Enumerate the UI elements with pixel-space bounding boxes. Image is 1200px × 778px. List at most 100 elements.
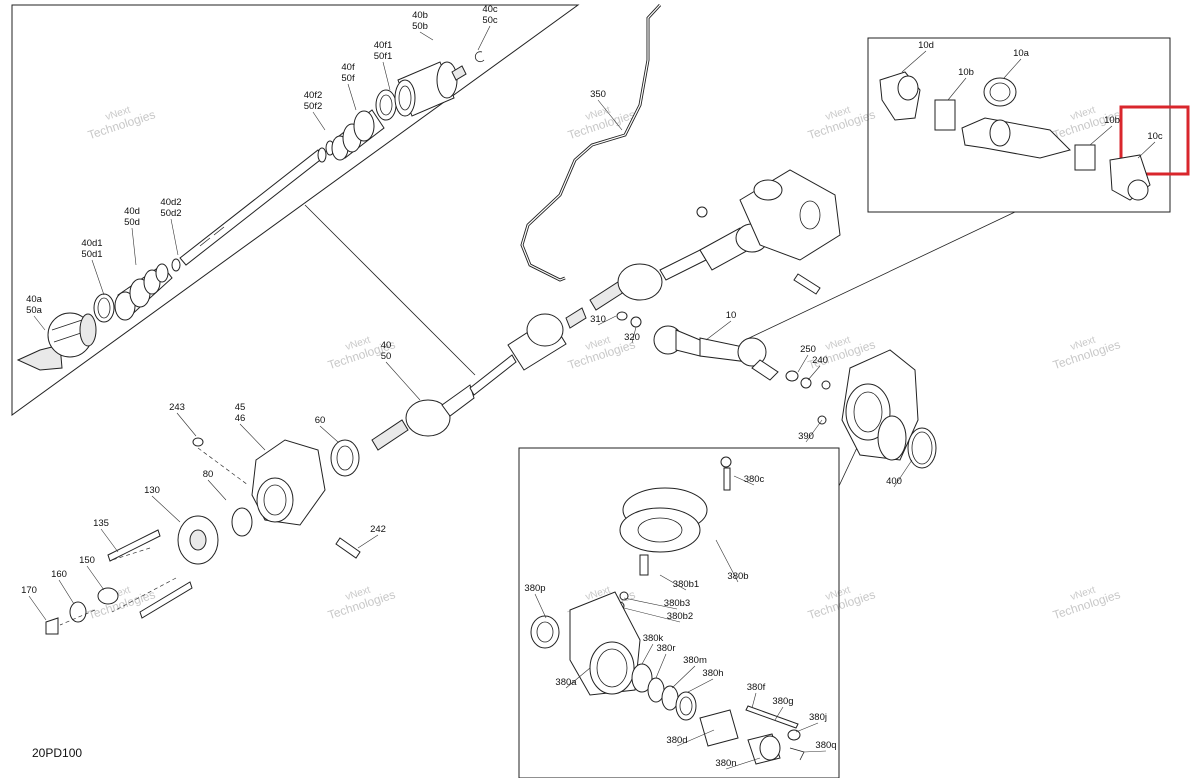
leader-380b (715, 539, 739, 583)
leader-40d1 (91, 259, 105, 296)
differential-housing (817, 349, 937, 469)
driveshaft-exploded (879, 71, 1151, 201)
leader-40b (419, 31, 434, 41)
leader-150 (86, 565, 105, 591)
leader-380c (733, 475, 755, 486)
callout-380b: 380b (727, 571, 748, 582)
callout-10: 10 (726, 310, 737, 321)
callout-60: 60 (315, 415, 326, 426)
callout-380p: 380p (524, 583, 545, 594)
leader-242 (357, 534, 379, 549)
callout-380q: 380q (815, 740, 836, 751)
differential-inset-frame (518, 447, 840, 778)
leader-380b3 (623, 597, 678, 610)
driveshaft-inset-leader (744, 211, 1016, 341)
callout-10e: 10b (1104, 115, 1120, 126)
leader-160 (58, 579, 75, 605)
callout-380g: 380g (772, 696, 793, 707)
leader-400 (893, 459, 913, 488)
driveshaft-main (653, 325, 812, 389)
leader-380m (671, 665, 696, 689)
leader-350 (597, 99, 623, 131)
halfshaft-inset-leader (304, 204, 476, 376)
leader-40a (33, 315, 46, 331)
callout-80: 80 (203, 469, 214, 480)
halfshaft-exploded (16, 51, 485, 371)
callout-390: 390 (798, 431, 814, 442)
leader-10d (901, 50, 927, 73)
callout-170: 170 (21, 585, 37, 596)
callout-130: 130 (144, 485, 160, 496)
callout-380b1: 380b1 (673, 579, 699, 590)
halfshaft-inset-frame (11, 4, 580, 416)
callout-242: 242 (370, 524, 386, 535)
callout-380d: 380d (666, 735, 687, 746)
leader-40f (347, 83, 357, 111)
callout-150: 150 (79, 555, 95, 566)
leader-170 (28, 595, 47, 621)
leader-10 (705, 320, 732, 341)
callout-380r: 380r (656, 643, 675, 654)
callout-350: 350 (590, 89, 606, 100)
leader-380k (641, 643, 654, 665)
diagram-code: 20PD100 (32, 746, 82, 760)
leader-40f1 (382, 61, 391, 91)
leader-380q (803, 750, 827, 753)
callout-380j: 380j (809, 712, 827, 723)
leader-10c (1137, 141, 1156, 159)
callout-380h: 380h (702, 668, 723, 679)
leader-40 (385, 361, 421, 401)
leader-390 (805, 419, 823, 443)
leader-380h (687, 678, 714, 693)
lower-knuckle-hub (45, 437, 361, 635)
leader-130 (151, 495, 181, 523)
leader-380p (534, 593, 547, 619)
callout-380k: 380k (643, 633, 664, 644)
callout-10d: 10d (918, 40, 934, 51)
leader-80 (207, 479, 227, 501)
leader-10a (1003, 58, 1022, 79)
leader-40d (131, 227, 137, 266)
leader-10e (1089, 125, 1113, 146)
highlight-box (1119, 105, 1190, 176)
callout-10b: 10b (958, 67, 974, 78)
callout-135: 135 (93, 518, 109, 529)
leader-250 (797, 354, 809, 373)
leader-380b2 (623, 607, 681, 623)
leader-320 (631, 326, 637, 344)
callout-250: 250 (800, 344, 816, 355)
callout-160: 160 (51, 569, 67, 580)
leader-45 (239, 423, 266, 451)
callout-380f: 380f (747, 682, 766, 693)
callout-10a: 10a (1013, 48, 1030, 59)
callout-380b2: 380b2 (667, 611, 693, 622)
leader-40c (477, 25, 491, 51)
callout-380c: 380c (744, 474, 765, 485)
callout-243: 243 (169, 402, 185, 413)
leader-380r (655, 653, 667, 679)
leader-243 (176, 412, 197, 437)
driveshaft-inset-frame (867, 37, 1171, 213)
callout-10c: 10c (1147, 131, 1163, 142)
vent-tube (520, 3, 662, 282)
leader-380f (751, 692, 757, 709)
callout-240: 240 (812, 355, 828, 366)
leader-310 (597, 315, 617, 326)
